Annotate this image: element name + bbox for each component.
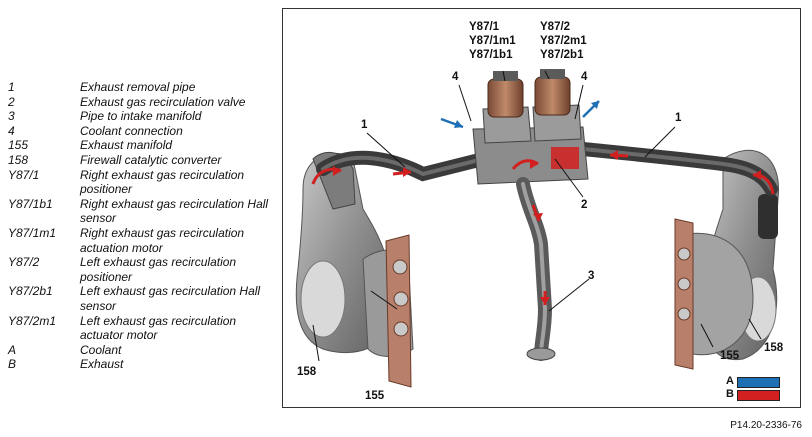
legend-list: 1 Exhaust removal pipe 2 Exhaust gas recirc…: [8, 80, 280, 372]
callout-y87-1b1: Y87/1b1: [469, 49, 513, 61]
legend-description: Coolant: [80, 342, 122, 357]
legend-description: Exhaust removal pipe: [80, 80, 196, 94]
legend-row: 158 Firewall catalytic converter: [8, 153, 280, 168]
legend-key: Y87/2b1: [8, 284, 53, 299]
legend-row: 3 Pipe to intake manifold: [8, 109, 280, 124]
callout-y87-1: Y87/1: [469, 21, 500, 33]
legend-description: Left exhaust gas recirculation Hall sens…: [80, 284, 261, 313]
legend-row: Y87/2 Left exhaust gas recirculation posi…: [8, 255, 280, 284]
legend-key: 158: [8, 152, 29, 167]
legend-description: Firewall catalytic converter: [80, 152, 222, 167]
callout-158-right: 158: [764, 342, 784, 354]
legend-description: Right exhaust gas recirculation position…: [80, 167, 245, 197]
legend-row: Y87/1m1 Right exhaust gas recirculation a…: [8, 226, 280, 255]
callout-155-left: 155: [365, 390, 385, 402]
key-label-coolant: A: [726, 375, 734, 387]
callout-3: 3: [588, 270, 595, 282]
legend-key: 1: [8, 80, 15, 94]
callout-158-left: 158: [297, 366, 317, 378]
legend-key: Y87/2: [8, 255, 40, 270]
legend-row: 1 Exhaust removal pipe: [8, 80, 280, 95]
callout-2: 2: [581, 199, 588, 211]
diagram-frame: Y87/1 Y87/1m1 Y87/1b1 Y87/2 Y87/2m1 Y87/…: [282, 8, 801, 408]
legend-key: B: [8, 357, 17, 372]
figure-code: P14.20-2336-76: [730, 420, 802, 431]
callout-4-right: 4: [581, 71, 588, 83]
legend-description: Exhaust gas recirculation valve: [80, 94, 246, 109]
legend-description: Exhaust manifold: [80, 138, 173, 153]
legend-description: Right exhaust gas recirculation actuatio…: [80, 225, 245, 255]
callout-y87-2-group: Y87/2 Y87/2m1 Y87/2b1: [540, 20, 587, 62]
callout-1-right: 1: [675, 112, 682, 124]
legend-row: 155 Exhaust manifold: [8, 138, 280, 153]
legend-description: Right exhaust gas recirculation Hall sen…: [80, 196, 269, 226]
legend-row: 4 Coolant connection: [8, 124, 280, 139]
callout-y87-2: Y87/2: [540, 21, 571, 33]
callout-155-right: 155: [720, 350, 740, 362]
legend-row: 2 Exhaust gas recirculation valve: [8, 95, 280, 110]
legend-key: Y87/1b1: [8, 196, 53, 211]
key-label-exhaust: B: [726, 388, 734, 400]
legend-key: Y87/2m1: [8, 313, 57, 328]
legend-key: 3: [8, 109, 15, 124]
key-swatch-coolant: [737, 377, 780, 388]
legend-description: Left exhaust gas recirculation actuator …: [80, 313, 237, 343]
legend-key: 155: [8, 138, 29, 153]
callout-y87-1m1: Y87/1m1: [469, 35, 516, 47]
intake-pipe: [516, 177, 556, 361]
legend-description: Pipe to intake manifold: [80, 109, 202, 124]
exhaust-flow-arrows: [311, 150, 775, 305]
callout-y87-2m1: Y87/2m1: [540, 35, 587, 47]
leader-lines: [312, 70, 762, 362]
legend-key: Y87/1: [8, 167, 40, 182]
left-exhaust-manifold: [362, 234, 414, 388]
callout-1-left: 1: [361, 119, 368, 131]
coolant-flow-arrows: [440, 100, 600, 129]
egr-actuator-motors: [487, 69, 571, 118]
callout-y87-2b1: Y87/2b1: [540, 49, 584, 61]
legend-row: Y87/1b1 Right exhaust gas recirculation H…: [8, 197, 280, 226]
legend-description: Coolant connection: [80, 123, 183, 138]
key-swatch-exhaust: [737, 390, 780, 401]
legend-key: 2: [8, 94, 15, 109]
legend-key: A: [8, 342, 17, 357]
legend-row: A Coolant: [8, 343, 280, 358]
legend-row: Y87/1 Right exhaust gas recirculation pos…: [8, 168, 280, 197]
legend-row: Y87/2b1 Left exhaust gas recirculation Ha…: [8, 284, 280, 313]
legend-description: Exhaust: [80, 357, 124, 372]
egr-valve-block: [472, 104, 589, 185]
legend-row: B Exhaust: [8, 357, 280, 372]
legend-key: Y87/1m1: [8, 225, 57, 240]
right-exhaust-manifold: [674, 218, 754, 370]
callout-4-left: 4: [452, 71, 459, 83]
legend-row: Y87/2m1 Left exhaust gas recirculation ac…: [8, 314, 280, 343]
legend-key: 4: [8, 123, 15, 138]
egr-system-illustration: [295, 69, 780, 388]
callout-y87-1-group: Y87/1 Y87/1m1 Y87/1b1: [469, 20, 516, 62]
legend-description: Left exhaust gas recirculation positione…: [80, 255, 237, 284]
